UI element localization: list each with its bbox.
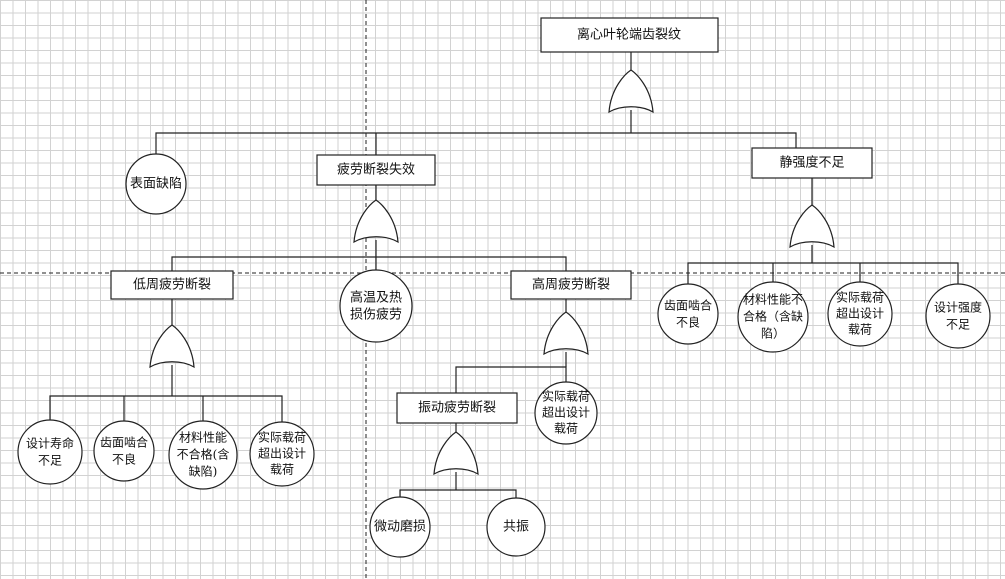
static-material-line1: 材料性能不 (743, 293, 803, 307)
or-gate-low-cycle (149, 324, 195, 368)
surface-defect-label: 表面缺陷 (130, 177, 182, 192)
high-temp-circle: 高温及热 损伤疲劳 (339, 269, 413, 343)
static-strength-box: 静强度不足 (751, 147, 873, 179)
static-actual-load-line3: 载荷 (848, 323, 872, 337)
vibration-box: 振动疲劳断裂 (396, 392, 518, 424)
fatigue-failure-box: 疲劳断裂失效 (316, 154, 436, 186)
static-design-strength-line2: 不足 (946, 318, 970, 332)
static-actual-load-line2: 超出设计 (836, 306, 884, 321)
or-gate-vibration (433, 431, 479, 475)
static-material-line3: 陷） (761, 326, 785, 341)
fatigue-failure-label: 疲劳断裂失效 (337, 162, 415, 178)
fretting-label: 微动磨损 (374, 520, 426, 535)
top-event-label: 离心叶轮端齿裂纹 (577, 27, 681, 43)
connector-lines (49, 52, 959, 498)
or-gate-high-cycle (543, 311, 589, 355)
low-cycle-box: 低周疲劳断裂 (110, 270, 234, 300)
high-actual-load-circle: 实际载荷 超出设计 载荷 (534, 381, 598, 445)
static-material-line2: 合格（含缺 (743, 309, 803, 324)
static-design-strength-circle: 设计强度 不足 (925, 283, 991, 349)
low-material-line3: 缺陷) (189, 464, 218, 479)
low-gear-mesh-line2: 不良 (112, 452, 136, 467)
low-material-line2: 不合格(含 (177, 447, 230, 462)
resonance-label: 共振 (503, 520, 529, 535)
fretting-circle: 微动磨损 (369, 496, 431, 558)
low-actual-load-line1: 实际载荷 (258, 430, 306, 445)
resonance-circle: 共振 (486, 497, 546, 557)
low-actual-load-line3: 载荷 (270, 463, 294, 477)
or-gate-static (789, 204, 835, 248)
static-strength-label: 静强度不足 (779, 155, 844, 171)
high-temp-label-line1: 高温及热 (350, 290, 402, 306)
static-gear-mesh-line2: 不良 (676, 315, 700, 330)
low-gear-mesh-line1: 齿面啮合 (100, 435, 148, 450)
low-gear-mesh-circle: 齿面啮合 不良 (93, 420, 155, 482)
top-event-box: 离心叶轮端齿裂纹 (540, 17, 719, 53)
high-actual-load-line3: 载荷 (554, 422, 578, 436)
high-cycle-box: 高周疲劳断裂 (510, 270, 632, 300)
low-design-life-circle: 设计寿命 不足 (17, 419, 83, 485)
high-cycle-label: 高周疲劳断裂 (532, 277, 610, 293)
surface-defect-circle: 表面缺陷 (125, 153, 187, 215)
or-gate-top (608, 69, 654, 113)
static-gear-mesh-line1: 齿面啮合 (664, 298, 712, 313)
low-actual-load-circle: 实际载荷 超出设计 载荷 (249, 421, 315, 487)
high-actual-load-line2: 超出设计 (542, 405, 590, 420)
low-cycle-label: 低周疲劳断裂 (133, 277, 211, 293)
high-actual-load-line1: 实际载荷 (542, 389, 590, 404)
low-actual-load-line2: 超出设计 (258, 446, 306, 461)
low-design-life-line1: 设计寿命 (26, 436, 74, 451)
low-material-circle: 材料性能 不合格(含 缺陷) (168, 420, 238, 490)
vibration-label: 振动疲劳断裂 (418, 400, 496, 416)
low-design-life-line2: 不足 (38, 454, 62, 468)
static-actual-load-circle: 实际载荷 超出设计 载荷 (827, 281, 893, 347)
static-actual-load-line1: 实际载荷 (836, 290, 884, 305)
high-temp-label-line2: 损伤疲劳 (350, 307, 402, 323)
static-design-strength-line1: 设计强度 (934, 300, 982, 315)
low-material-line1: 材料性能 (179, 431, 227, 445)
static-material-circle: 材料性能不 合格（含缺 陷） (737, 281, 809, 353)
or-gate-fatigue (353, 199, 399, 243)
static-gear-mesh-circle: 齿面啮合 不良 (657, 283, 719, 345)
